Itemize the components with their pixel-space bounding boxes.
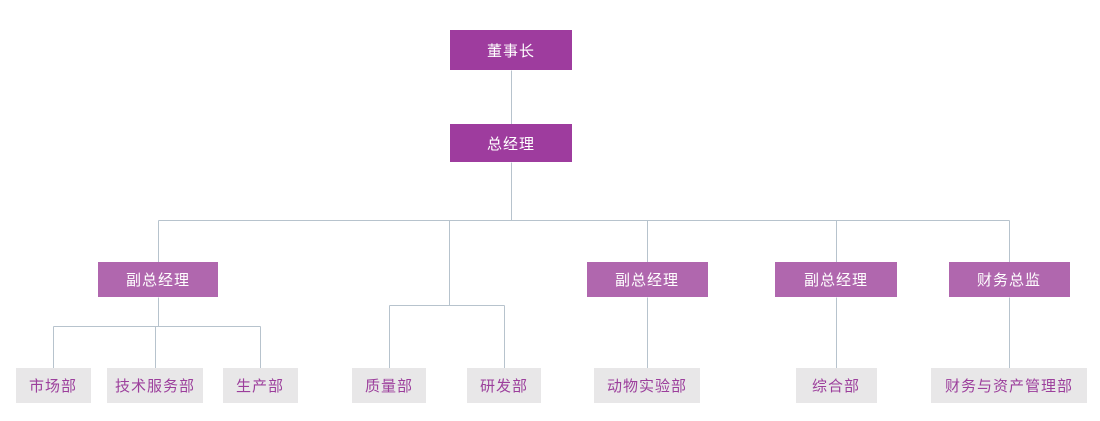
org-node-quality: 质量部	[352, 368, 426, 403]
org-node-gm: 总经理	[450, 124, 572, 162]
org-node-finance: 财务与资产管理部	[931, 368, 1087, 403]
org-node-production: 生产部	[222, 368, 298, 403]
org-node-market: 市场部	[15, 368, 91, 403]
org-node-vgm3: 副总经理	[775, 262, 897, 297]
org-node-chairman: 董事长	[450, 30, 572, 70]
org-node-tech-svc: 技术服务部	[107, 368, 203, 403]
org-node-general: 综合部	[795, 368, 877, 403]
org-node-vgm2: 副总经理	[586, 262, 708, 297]
org-node-cfo: 财务总监	[948, 262, 1070, 297]
org-node-rnd: 研发部	[467, 368, 541, 403]
org-node-animal-lab: 动物实验部	[594, 368, 700, 403]
org-node-vgm1: 副总经理	[98, 262, 218, 297]
